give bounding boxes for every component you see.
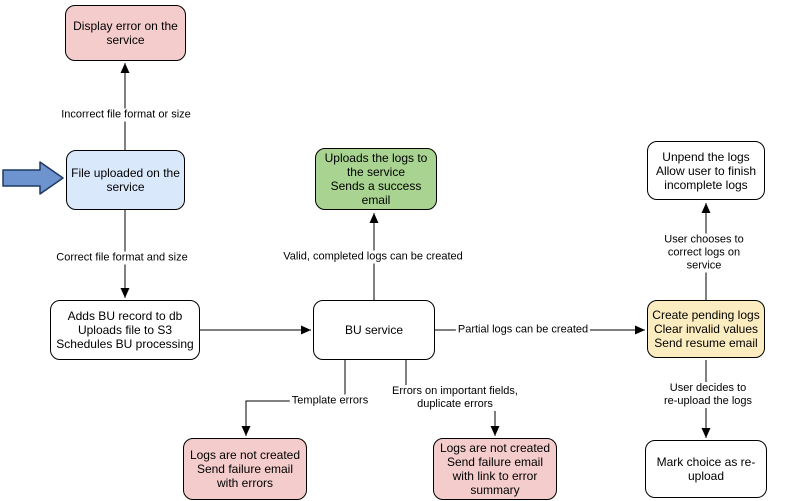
edge-label-user-decides: User decides to re-upload the logs xyxy=(661,382,755,408)
node-logs-not-created-errors: Logs are not created Send failure email … xyxy=(183,438,307,500)
edge-label-partial-logs: Partial logs can be created xyxy=(455,323,591,337)
entry-arrow-icon xyxy=(2,161,64,195)
node-uploads-logs-success: Uploads the logs to the service Sends a … xyxy=(315,148,437,210)
node-logs-not-created-summary: Logs are not created Send failure email … xyxy=(433,438,557,500)
node-file-uploaded: File uploaded on the service xyxy=(66,150,185,210)
node-bu-service: BU service xyxy=(313,300,435,360)
edge-label-user-chooses: User chooses to correct logs on service xyxy=(655,233,753,273)
node-adds-bu-record: Adds BU record to db Uploads file to S3 … xyxy=(50,300,200,360)
node-unpend-logs: Unpend the logs Allow user to finish inc… xyxy=(647,141,765,200)
edge-label-template-errors: Template errors xyxy=(289,394,371,408)
node-create-pending-logs: Create pending logs Clear invalid values… xyxy=(647,300,765,358)
edge-label-incorrect-format: Incorrect file format or size xyxy=(59,108,193,122)
edge-label-important-errors: Errors on important fields, duplicate er… xyxy=(390,385,520,411)
edge-label-correct-format: Correct file format and size xyxy=(54,251,190,265)
edge-label-valid-complete: Valid, completed logs can be created xyxy=(281,250,465,264)
node-display-error: Display error on the service xyxy=(65,5,186,61)
node-mark-reupload: Mark choice as re- upload xyxy=(645,440,767,498)
